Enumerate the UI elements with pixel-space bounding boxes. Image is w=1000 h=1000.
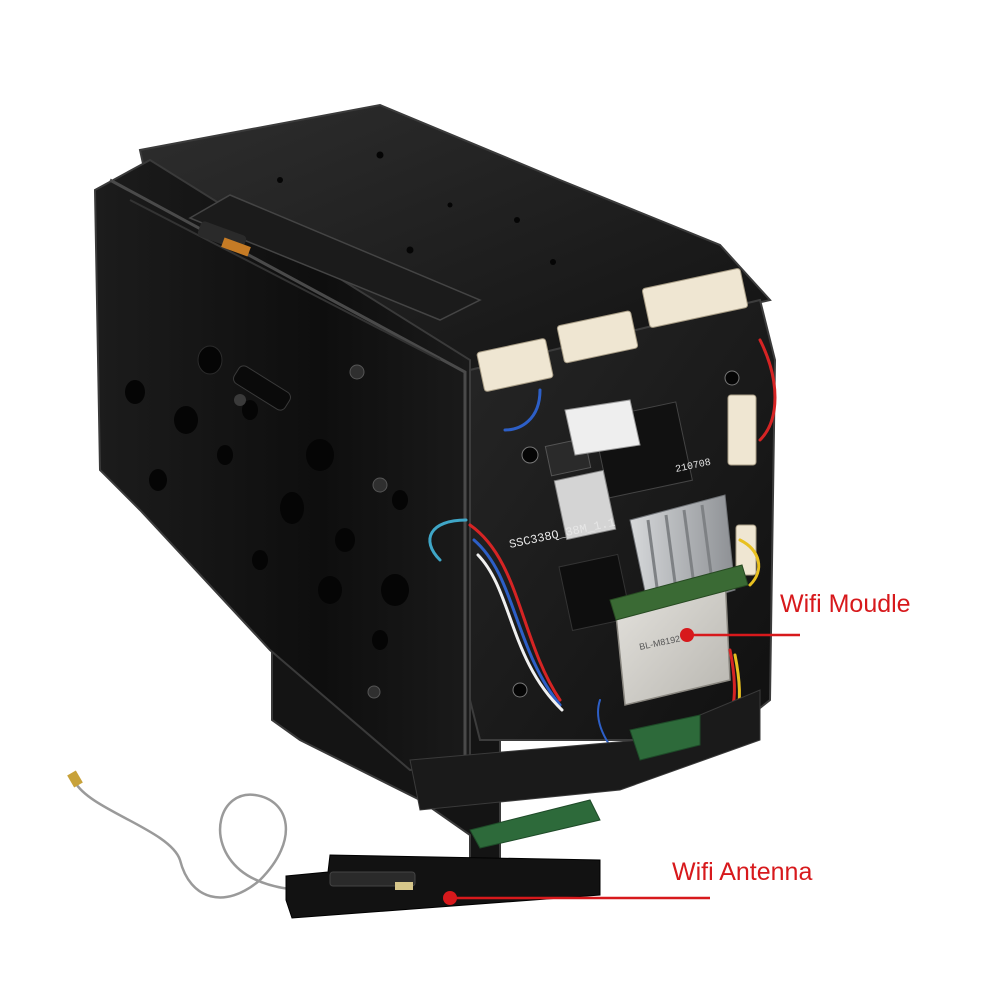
wifi-antenna-label: Wifi Antenna [672,858,813,886]
wifi-module-callout [680,628,800,642]
side-plate-holes [125,345,409,699]
camera-body [93,103,772,872]
wifi-antenna-callout [443,891,710,905]
lower-boards [409,689,761,849]
wifi-module: BL-M8192 [609,564,749,706]
wifi-antenna [67,770,601,919]
wifi-module-label: Wifi Moudle [780,590,911,618]
